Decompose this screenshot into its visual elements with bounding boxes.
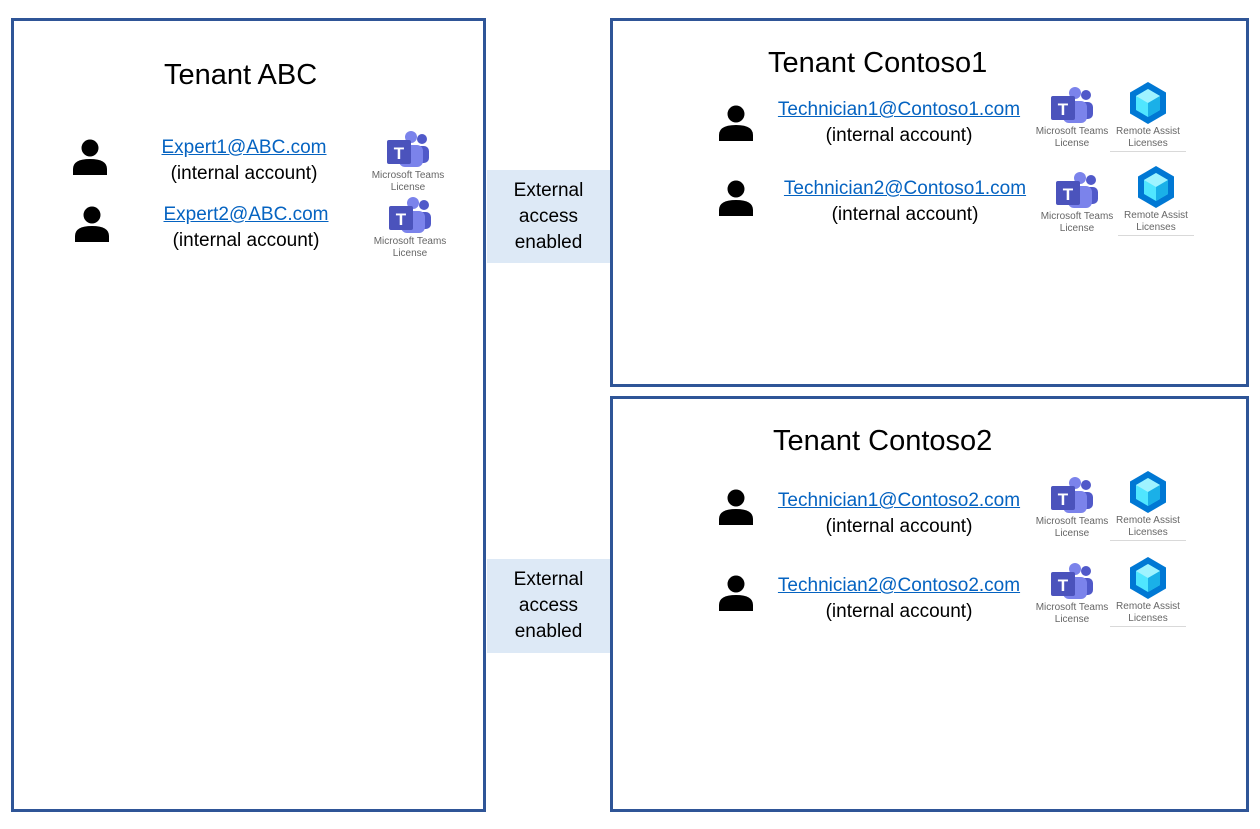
tenant-contoso2-title: Tenant Contoso2 <box>773 425 993 457</box>
person-icon <box>75 206 109 242</box>
tenant-contoso1-box <box>610 18 1249 387</box>
user-email-link[interactable]: Technician1@Contoso1.com <box>777 99 1021 120</box>
microsoft-teams-icon: T <box>1051 477 1093 513</box>
connector-label-line: access <box>518 205 579 227</box>
person-icon <box>719 105 753 141</box>
person-icon <box>719 489 753 525</box>
user-email-link[interactable]: Technician2@Contoso1.com <box>783 178 1027 199</box>
svg-text:T: T <box>394 144 405 163</box>
account-type-label: (internal account) <box>825 125 973 146</box>
user-email-link[interactable]: Technician1@Contoso2.com <box>777 490 1021 511</box>
svg-text:T: T <box>1058 100 1069 119</box>
account-type-label: (internal account) <box>172 230 320 251</box>
remote-assist-icon <box>1130 82 1166 124</box>
person-icon <box>719 180 753 216</box>
account-type-label: (internal account) <box>831 204 979 225</box>
tenant-abc-title: Tenant ABC <box>164 59 318 91</box>
tenant-contoso2-box <box>610 396 1249 812</box>
svg-text:T: T <box>1063 185 1074 204</box>
svg-text:T: T <box>1058 576 1069 595</box>
microsoft-teams-icon: T <box>1051 563 1093 599</box>
connector-label-line: enabled <box>514 231 583 253</box>
external-access-connector: External access enabled <box>487 170 610 263</box>
microsoft-teams-icon: T <box>1051 87 1093 123</box>
remote-assist-icon <box>1130 471 1166 513</box>
user-email-link[interactable]: Technician2@Contoso2.com <box>777 575 1021 596</box>
svg-text:T: T <box>396 210 407 229</box>
microsoft-teams-icon: T <box>387 131 429 167</box>
user-email-link[interactable]: Expert2@ABC.com <box>163 204 329 225</box>
tenant-contoso1-title: Tenant Contoso1 <box>768 47 988 79</box>
svg-text:T: T <box>1058 490 1069 509</box>
microsoft-teams-icon: T <box>1056 172 1098 208</box>
remote-assist-icon <box>1138 166 1174 208</box>
connector-label-line: External <box>513 569 584 590</box>
person-icon <box>719 575 753 611</box>
account-type-label: (internal account) <box>825 601 973 622</box>
connector-label-line: External <box>513 179 584 201</box>
person-icon <box>73 139 107 175</box>
external-access-connector: External access enabled <box>487 559 610 653</box>
connector-label-line: access <box>518 595 579 616</box>
remote-assist-icon <box>1130 557 1166 599</box>
account-type-label: (internal account) <box>170 163 318 184</box>
connector-label-line: enabled <box>514 621 583 642</box>
microsoft-teams-icon: T <box>389 197 431 233</box>
account-type-label: (internal account) <box>825 516 973 537</box>
user-email-link[interactable]: Expert1@ABC.com <box>161 137 327 158</box>
